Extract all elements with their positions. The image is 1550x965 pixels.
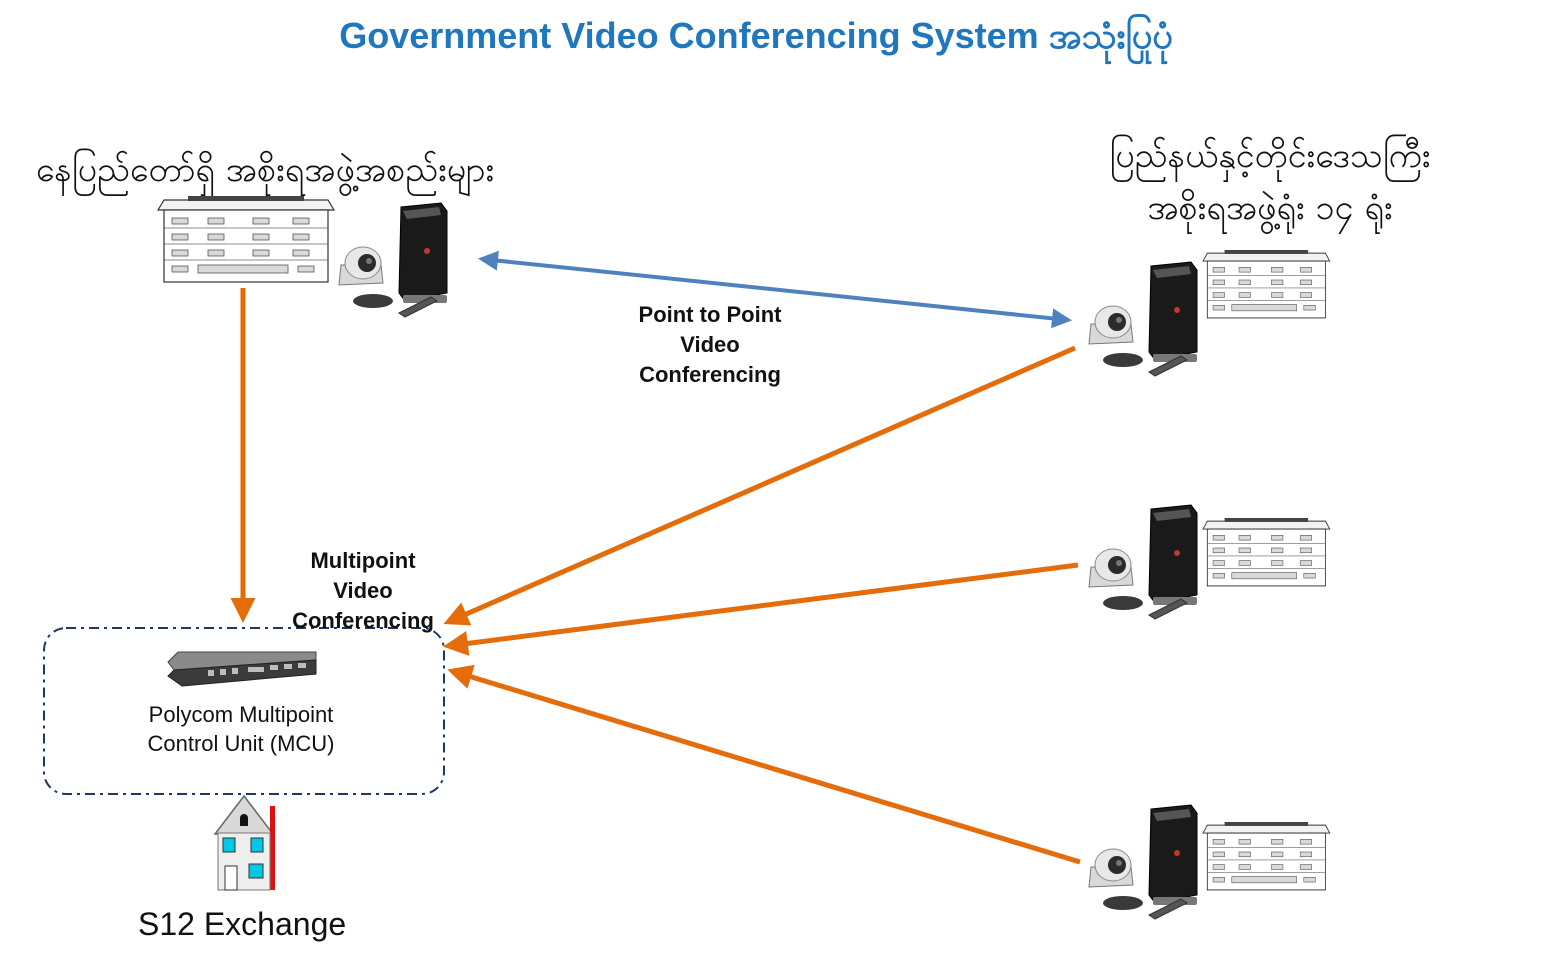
- mcu-label-line2: Control Unit (MCU): [147, 731, 335, 756]
- point-to-point-label-line1: Point to Point: [638, 302, 782, 327]
- region1-video-endpoint-icon: [1088, 261, 1198, 377]
- exchange-label: S12 Exchange: [138, 906, 347, 942]
- diagram-title: Government Video Conferencing System အသု…: [339, 15, 1173, 56]
- multipoint-label: Multipoint Video Conferencing: [258, 546, 468, 636]
- point-to-point-line: [478, 250, 1072, 329]
- exchange-house-icon: [213, 794, 275, 891]
- capital-video-endpoint-icon: [338, 202, 448, 318]
- region2-to-mcu-line: [443, 562, 1079, 656]
- mcu-device-icon: [167, 651, 317, 687]
- mcu-boundary: [43, 627, 445, 795]
- region1-building-icon: [1202, 249, 1331, 319]
- multipoint-label-line2: Video: [333, 578, 393, 603]
- multipoint-label-line1: Multipoint: [310, 548, 416, 573]
- capital-building-icon: [157, 195, 335, 283]
- region1-to-mcu-line: [443, 345, 1077, 626]
- region2-video-endpoint-icon: [1088, 504, 1198, 620]
- regions-label-line2: အစိုးရအဖွဲ့ရုံး ၁၄ ရုံး: [1147, 188, 1393, 228]
- point-to-point-label-line2: Video: [680, 332, 740, 357]
- mcu-label-line1: Polycom Multipoint: [148, 702, 334, 727]
- capital-label: နေပြည်တော်ရှိ အစိုးရအဖွဲ့အစည်းများ: [35, 150, 495, 190]
- region3-video-endpoint-icon: [1088, 804, 1198, 920]
- regions-label-line1: ပြည်နယ်နှင့်တိုင်းဒေသကြီး: [1109, 136, 1431, 176]
- multipoint-label-line3: Conferencing: [292, 608, 434, 633]
- regions-label: ပြည်နယ်နှင့်တိုင်းဒေသကြီး အစိုးရအဖွဲ့ရုံ…: [1060, 130, 1480, 234]
- point-to-point-label-line3: Conferencing: [639, 362, 781, 387]
- region3-to-mcu-line: [447, 664, 1081, 865]
- mcu-label: Polycom Multipoint Control Unit (MCU): [90, 700, 392, 758]
- region2-building-icon: [1202, 517, 1331, 587]
- region3-building-icon: [1202, 821, 1331, 891]
- point-to-point-label: Point to Point Video Conferencing: [585, 300, 835, 390]
